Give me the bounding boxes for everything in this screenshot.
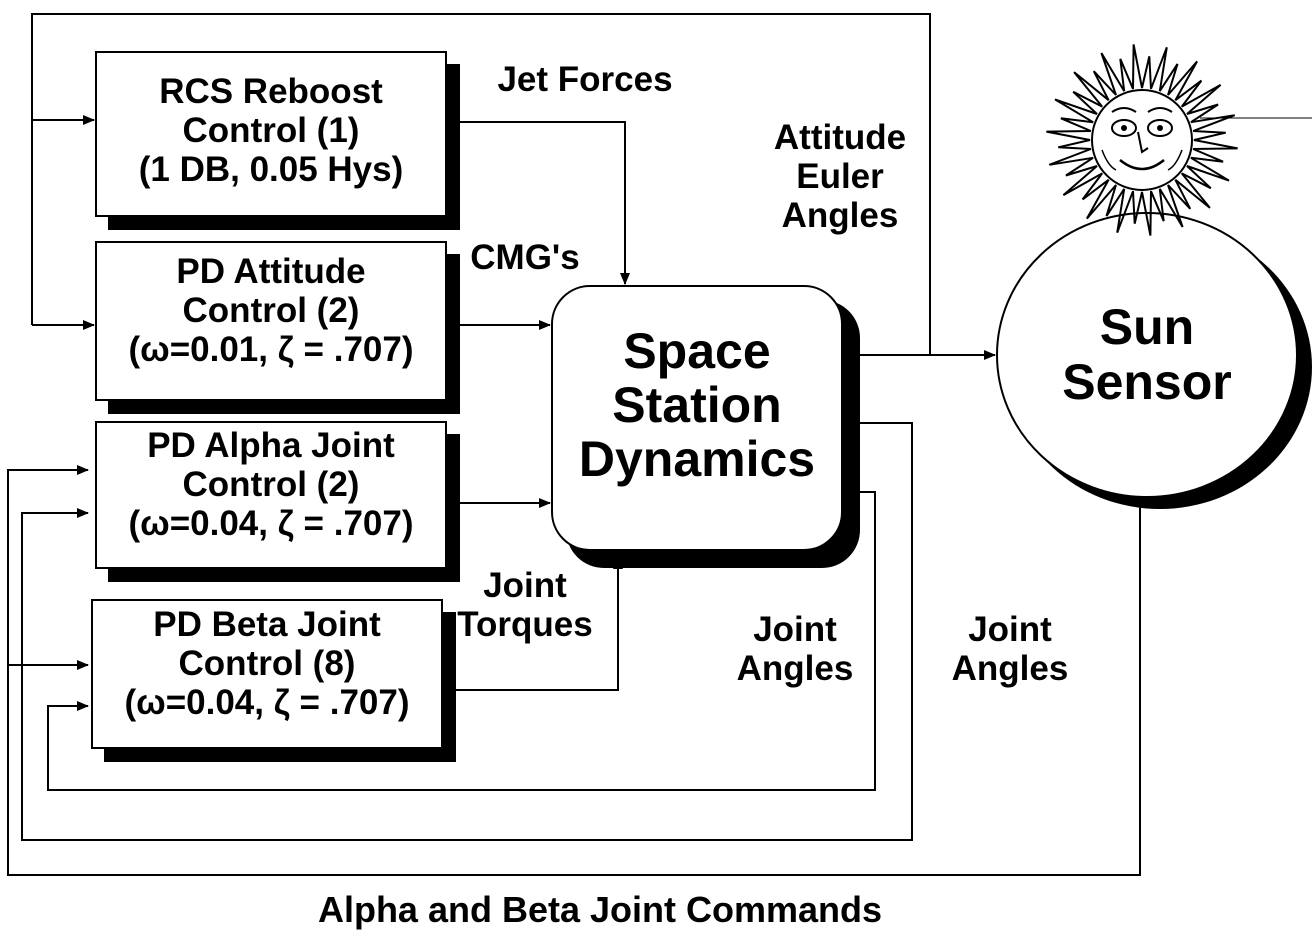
sun-sensor-shape <box>996 212 1312 509</box>
joint-angles-inner-loop <box>47 491 876 791</box>
label-line: Joint <box>968 610 1052 649</box>
space-station-dynamics-box: Space Station Dynamics <box>552 324 842 486</box>
pd-attitude-box: PD Attitude Control (2) (ω=0.01, ζ = .70… <box>96 252 446 370</box>
joint-angles-outer-label: Joint Angles <box>930 610 1090 688</box>
label-line: Angles <box>736 649 854 689</box>
label-line: Joint <box>753 610 837 649</box>
sun-sensor-box: Sun Sensor <box>1000 300 1294 410</box>
pd-beta-box-shape <box>91 599 456 762</box>
label-line: Attitude <box>773 118 907 157</box>
label-line: Joint <box>483 566 567 605</box>
box-line: Control (2) <box>182 465 360 505</box>
label-line: Euler <box>796 157 884 197</box>
box-line: PD Beta Joint <box>153 605 381 644</box>
box-line: Control (8) <box>178 644 356 684</box>
pd-attitude-box-shape <box>95 241 460 414</box>
box-line: RCS Reboost <box>159 72 383 111</box>
rcs-box-shape <box>95 51 460 230</box>
box-line: (1 DB, 0.05 Hys) <box>138 150 404 190</box>
box-line: (ω=0.04, ζ = .707) <box>128 504 414 544</box>
box-line: Sensor <box>1062 354 1232 410</box>
box-line: Space <box>623 323 771 379</box>
box-line: Control (2) <box>182 291 360 331</box>
dynamics-box-shape <box>551 285 860 568</box>
attitude-feedback-line <box>31 13 931 355</box>
box-line: PD Alpha Joint <box>147 426 395 465</box>
label-line: Angles <box>951 649 1069 689</box>
pd-alpha-joint-box: PD Alpha Joint Control (2) (ω=0.04, ζ = … <box>96 426 446 544</box>
cmgs-label: CMG's <box>470 238 580 277</box>
attitude-euler-angles-label: Attitude Euler Angles <box>745 118 935 236</box>
beta-torque-arrow <box>446 557 623 691</box>
box-line: (ω=0.01, ζ = .707) <box>128 330 414 370</box>
box-line: Dynamics <box>578 431 816 487</box>
joint-torques-label: Joint Torques <box>440 566 610 644</box>
pd-alpha-box-shape <box>95 421 460 582</box>
pd-beta-joint-box: PD Beta Joint Control (8) (ω=0.04, ζ = .… <box>92 605 442 723</box>
box-line: PD Attitude <box>176 252 366 291</box>
joint-commands-caption: Alpha and Beta Joint Commands <box>317 889 883 930</box>
joint-commands-loop <box>7 469 1141 876</box>
box-line: Sun <box>1099 299 1195 355</box>
box-line: (ω=0.04, ζ = .707) <box>124 683 410 723</box>
box-line: Station <box>612 377 782 433</box>
label-line: Angles <box>781 196 899 236</box>
jet-forces-arrow <box>446 121 630 285</box>
signal-lines <box>7 13 1141 876</box>
label-line: Torques <box>457 605 593 645</box>
joint-angles-outer-loop <box>21 422 913 841</box>
sun-ray-outline <box>1046 44 1238 236</box>
jet-forces-label: Jet Forces <box>497 60 673 99</box>
rcs-reboost-box: RCS Reboost Control (1) (1 DB, 0.05 Hys) <box>96 72 446 190</box>
joint-angles-inner-label: Joint Angles <box>715 610 875 688</box>
sun-face-icon <box>1046 44 1238 236</box>
box-line: Control (1) <box>182 111 360 151</box>
